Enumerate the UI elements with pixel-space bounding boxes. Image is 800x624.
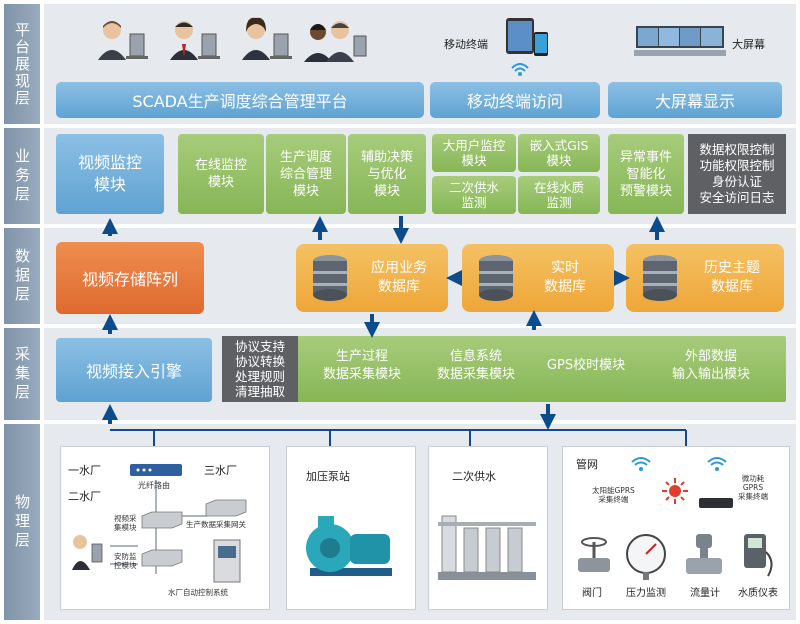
database-icon bbox=[643, 255, 677, 301]
operator-icon-2 bbox=[170, 21, 220, 60]
security-module: 数据权限控制 功能权限控制 身份认证 安全访问日志 bbox=[688, 134, 786, 214]
flow-label: 流量计 bbox=[690, 588, 720, 599]
solar-gprs-label: 太阳能GPRS 采集终端 bbox=[592, 486, 635, 504]
history-db-label: 历史主题 数据库 bbox=[704, 260, 760, 295]
video-collect-device-icon bbox=[141, 511, 183, 529]
app-db-box: 应用业务 数据库 bbox=[296, 244, 448, 312]
video-engine-box: 视频接入引擎 bbox=[56, 338, 212, 402]
security-device-icon bbox=[141, 549, 183, 567]
pump-station-label: 加压泵站 bbox=[306, 470, 350, 483]
pressure-label: 压力监测 bbox=[626, 588, 666, 599]
flow-meter-icon bbox=[686, 534, 722, 574]
plant2-label: 二水厂 bbox=[68, 490, 101, 503]
gis-module: 嵌入式GIS 模块 bbox=[518, 134, 600, 172]
mobile-access-box: 移动终端访问 bbox=[430, 82, 600, 118]
realtime-db-box: 实时 数据库 bbox=[462, 244, 614, 312]
pipe-network-card bbox=[562, 446, 790, 610]
secondary-supply-label: 二次供水 bbox=[452, 470, 496, 483]
production-collect-label: 生产过程 数据采集模块 bbox=[322, 349, 401, 382]
quality-meter-label: 水质仪表 bbox=[738, 588, 778, 599]
external-data-label: 外部数据 输入输出模块 bbox=[671, 349, 750, 382]
valve-label: 阀门 bbox=[582, 588, 602, 599]
plant1-label: 一水厂 bbox=[68, 464, 101, 477]
pump-station-card bbox=[286, 446, 416, 610]
online-monitor-module: 在线监控 模块 bbox=[178, 134, 264, 214]
realtime-db-label: 实时 数据库 bbox=[544, 260, 586, 295]
alarm-module: 异常事件 智能化 预警模块 bbox=[608, 134, 684, 214]
video-storage-array: 视频存储阵列 bbox=[56, 242, 204, 314]
layer-label-platform: 平台展现层 bbox=[4, 4, 40, 124]
pump-icon bbox=[306, 516, 392, 576]
low-power-terminal-icon bbox=[699, 498, 733, 508]
wifi-icon bbox=[707, 457, 727, 471]
layer-label-collect: 采集层 bbox=[4, 328, 40, 420]
valve-icon bbox=[578, 537, 610, 572]
big-user-module: 大用户监控 模块 bbox=[432, 134, 516, 172]
bigscreen-label: 大屏幕 bbox=[732, 38, 765, 51]
history-db-box: 历史主题 数据库 bbox=[626, 244, 784, 312]
low-power-gprs-label: 微功耗 GPRS 采集终端 bbox=[738, 474, 768, 501]
info-collect-label: 信息系统 数据采集模块 bbox=[436, 349, 515, 382]
secondary-supply-module: 二次供水 监测 bbox=[432, 176, 516, 214]
video-monitor-module: 视频监控 模块 bbox=[56, 134, 164, 214]
solar-terminal-icon bbox=[662, 478, 688, 504]
router-label: 光纤路由 bbox=[138, 481, 170, 490]
booster-pump-set-icon bbox=[438, 515, 536, 580]
scada-platform-box: SCADA生产调度综合管理平台 bbox=[56, 82, 424, 118]
app-db-label: 应用业务 数据库 bbox=[371, 260, 427, 295]
mobile-device-icon bbox=[506, 18, 548, 76]
layer-label-data: 数据层 bbox=[4, 228, 40, 324]
plant3-label: 三水厂 bbox=[204, 464, 237, 477]
mobile-label: 移动终端 bbox=[444, 38, 488, 51]
pipe-network-label: 管网 bbox=[576, 458, 598, 471]
operator-icon-4 bbox=[304, 21, 367, 62]
operator-workstation-icons bbox=[98, 17, 367, 62]
protocol-box: 协议支持 协议转换 处理规则 清理抽取 bbox=[222, 336, 298, 402]
router-icon bbox=[130, 464, 182, 476]
bigscreen-display-box: 大屏幕显示 bbox=[608, 82, 782, 118]
water-quality-module: 在线水质 监测 bbox=[518, 176, 600, 214]
video-collect-label: 视频采 集模块 bbox=[114, 514, 137, 532]
dispatch-module: 生产调度 综合管理 模块 bbox=[266, 134, 346, 214]
plant-control-cabinet-icon bbox=[213, 539, 241, 583]
database-icon bbox=[479, 255, 513, 301]
operator-icon-1 bbox=[98, 21, 148, 60]
database-icon bbox=[313, 255, 347, 301]
collect-module-bar bbox=[222, 336, 786, 402]
pressure-gauge-icon bbox=[626, 534, 666, 580]
decision-module: 辅助决策 与优化 模块 bbox=[348, 134, 426, 214]
wifi-icon bbox=[631, 457, 651, 471]
plant-auto-label: 水厂自动控制系统 bbox=[168, 588, 228, 597]
layer-label-physical: 物理层 bbox=[4, 424, 40, 620]
quality-meter-icon bbox=[744, 534, 773, 577]
layer-label-business: 业务层 bbox=[4, 128, 40, 224]
security-monitor-label: 安防监 控模块 bbox=[114, 552, 137, 570]
gateway-label: 生产数据采集网关 bbox=[186, 520, 246, 529]
big-screen-icon bbox=[634, 26, 726, 56]
operator-icon-3 bbox=[242, 17, 292, 60]
plant-operator-icon bbox=[72, 535, 103, 570]
gps-module-label: GPS校时模块 bbox=[546, 358, 626, 373]
gateway-icon bbox=[205, 499, 247, 517]
